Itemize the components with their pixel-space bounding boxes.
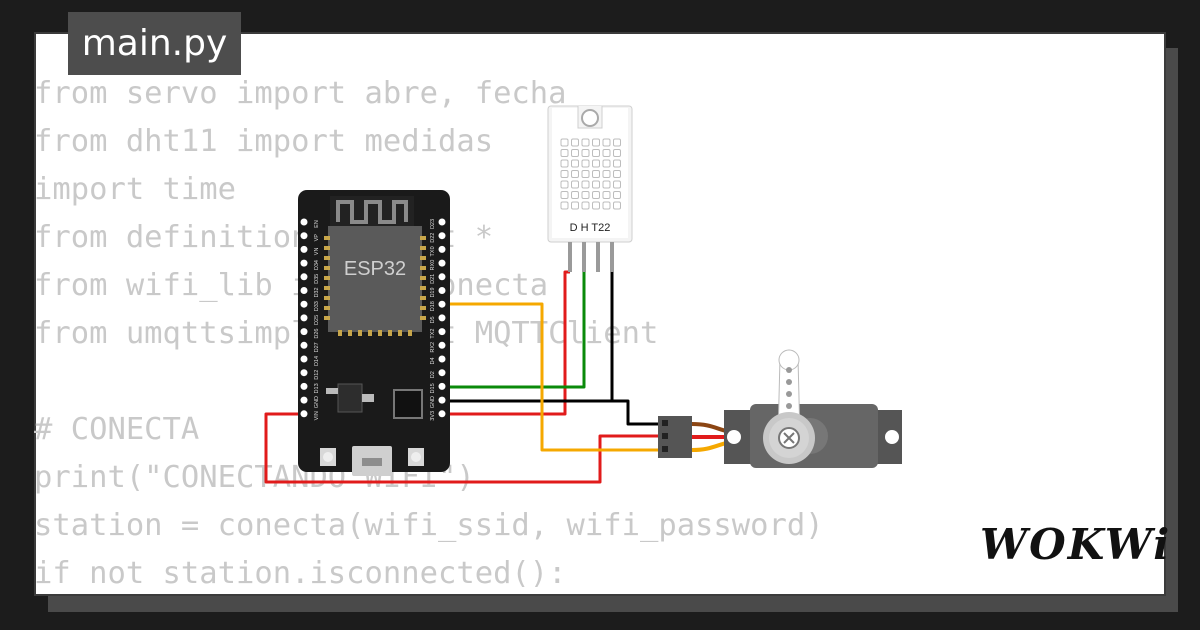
header-pin [300, 341, 308, 349]
header-pin [438, 273, 446, 281]
pin-label: VP [314, 234, 320, 242]
pin-label: D18 [430, 301, 436, 311]
pin-label: D23 [430, 219, 436, 229]
pin-label: D32 [314, 287, 320, 297]
pin-label: D19 [430, 287, 436, 297]
code-line: # CONECTA [34, 412, 200, 447]
pin-label: EN [314, 220, 320, 228]
pin-label: VIN [314, 411, 320, 420]
pin-label: D13 [314, 383, 320, 393]
pin-label: 3V3 [430, 411, 436, 421]
pin-label: D34 [314, 260, 320, 270]
pin-label: D27 [314, 342, 320, 352]
dht22-sensor: D H T22 [547, 105, 633, 272]
header-pin [438, 355, 446, 363]
pin-label: D14 [314, 356, 320, 366]
header-pin [300, 245, 308, 253]
wokwi-brand-text: WOKWi [980, 520, 1172, 569]
header-pin [438, 218, 446, 226]
file-tab[interactable]: main.py [68, 12, 241, 75]
header-pin [438, 341, 446, 349]
pin-label: D4 [430, 357, 436, 364]
header-pin [300, 328, 308, 336]
pin-label: D26 [314, 329, 320, 339]
header-pin [438, 259, 446, 267]
header-pin [438, 245, 446, 253]
header-pin [438, 410, 446, 418]
header-pin [300, 218, 308, 226]
header-pin [438, 287, 446, 294]
pin-label: VN [314, 248, 320, 256]
header-pin [300, 382, 308, 390]
pin-label: RX0 [430, 260, 436, 271]
pin-label: D22 [430, 233, 436, 243]
header-pin [300, 287, 308, 294]
header-pin [300, 273, 308, 281]
pin-label: D5 [430, 316, 436, 323]
servo-motor [724, 349, 902, 468]
code-line: import time [34, 172, 236, 207]
header-pin [438, 369, 446, 377]
wire-gnd-dht [442, 272, 614, 403]
wire-vin-servo [264, 412, 662, 484]
pin-label: D21 [430, 274, 436, 284]
wire-d15-dht [442, 272, 586, 389]
pin-label: GND [430, 396, 436, 408]
header-pin [438, 300, 446, 308]
header-pin [300, 355, 308, 363]
pin-label: D25 [314, 315, 320, 325]
header-pin [300, 369, 308, 377]
pin-label: GND [314, 396, 320, 408]
pin-label: D33 [314, 301, 320, 311]
header-pin [438, 232, 446, 240]
header-pin [300, 232, 308, 240]
esp32-label: ESP32 [344, 258, 406, 280]
pin-label: RX2 [430, 342, 436, 353]
code-line: station = conecta(wifi_ssid, wifi_passwo… [34, 508, 824, 543]
header-pin [438, 328, 446, 336]
pin-label: D35 [314, 274, 320, 284]
header-pin [438, 396, 446, 404]
header-pin [300, 314, 308, 322]
pin-label: TX2 [430, 329, 436, 339]
header-pin [300, 396, 308, 404]
code-line: if not station.isconnected(): [34, 556, 567, 591]
pin-label: D12 [314, 370, 320, 380]
wire-d18-servo [442, 302, 662, 452]
wire-gnd-servo [442, 399, 662, 426]
pin-label: TX0 [430, 246, 436, 256]
wokwi-logo: WOKWi [976, 520, 1169, 580]
pin-label: D15 [430, 383, 436, 393]
header-pin [300, 259, 308, 267]
header-pin [300, 300, 308, 308]
header-pin [438, 314, 446, 322]
code-line: from dht11 import medidas [34, 124, 494, 159]
code-line: from servo import abre, fecha [34, 76, 567, 111]
dht-label: D H T22 [570, 222, 611, 234]
wire-3v3-dht [442, 270, 570, 416]
header-pin [300, 410, 308, 418]
pin-label: D2 [430, 371, 436, 378]
header-pin [438, 382, 446, 390]
